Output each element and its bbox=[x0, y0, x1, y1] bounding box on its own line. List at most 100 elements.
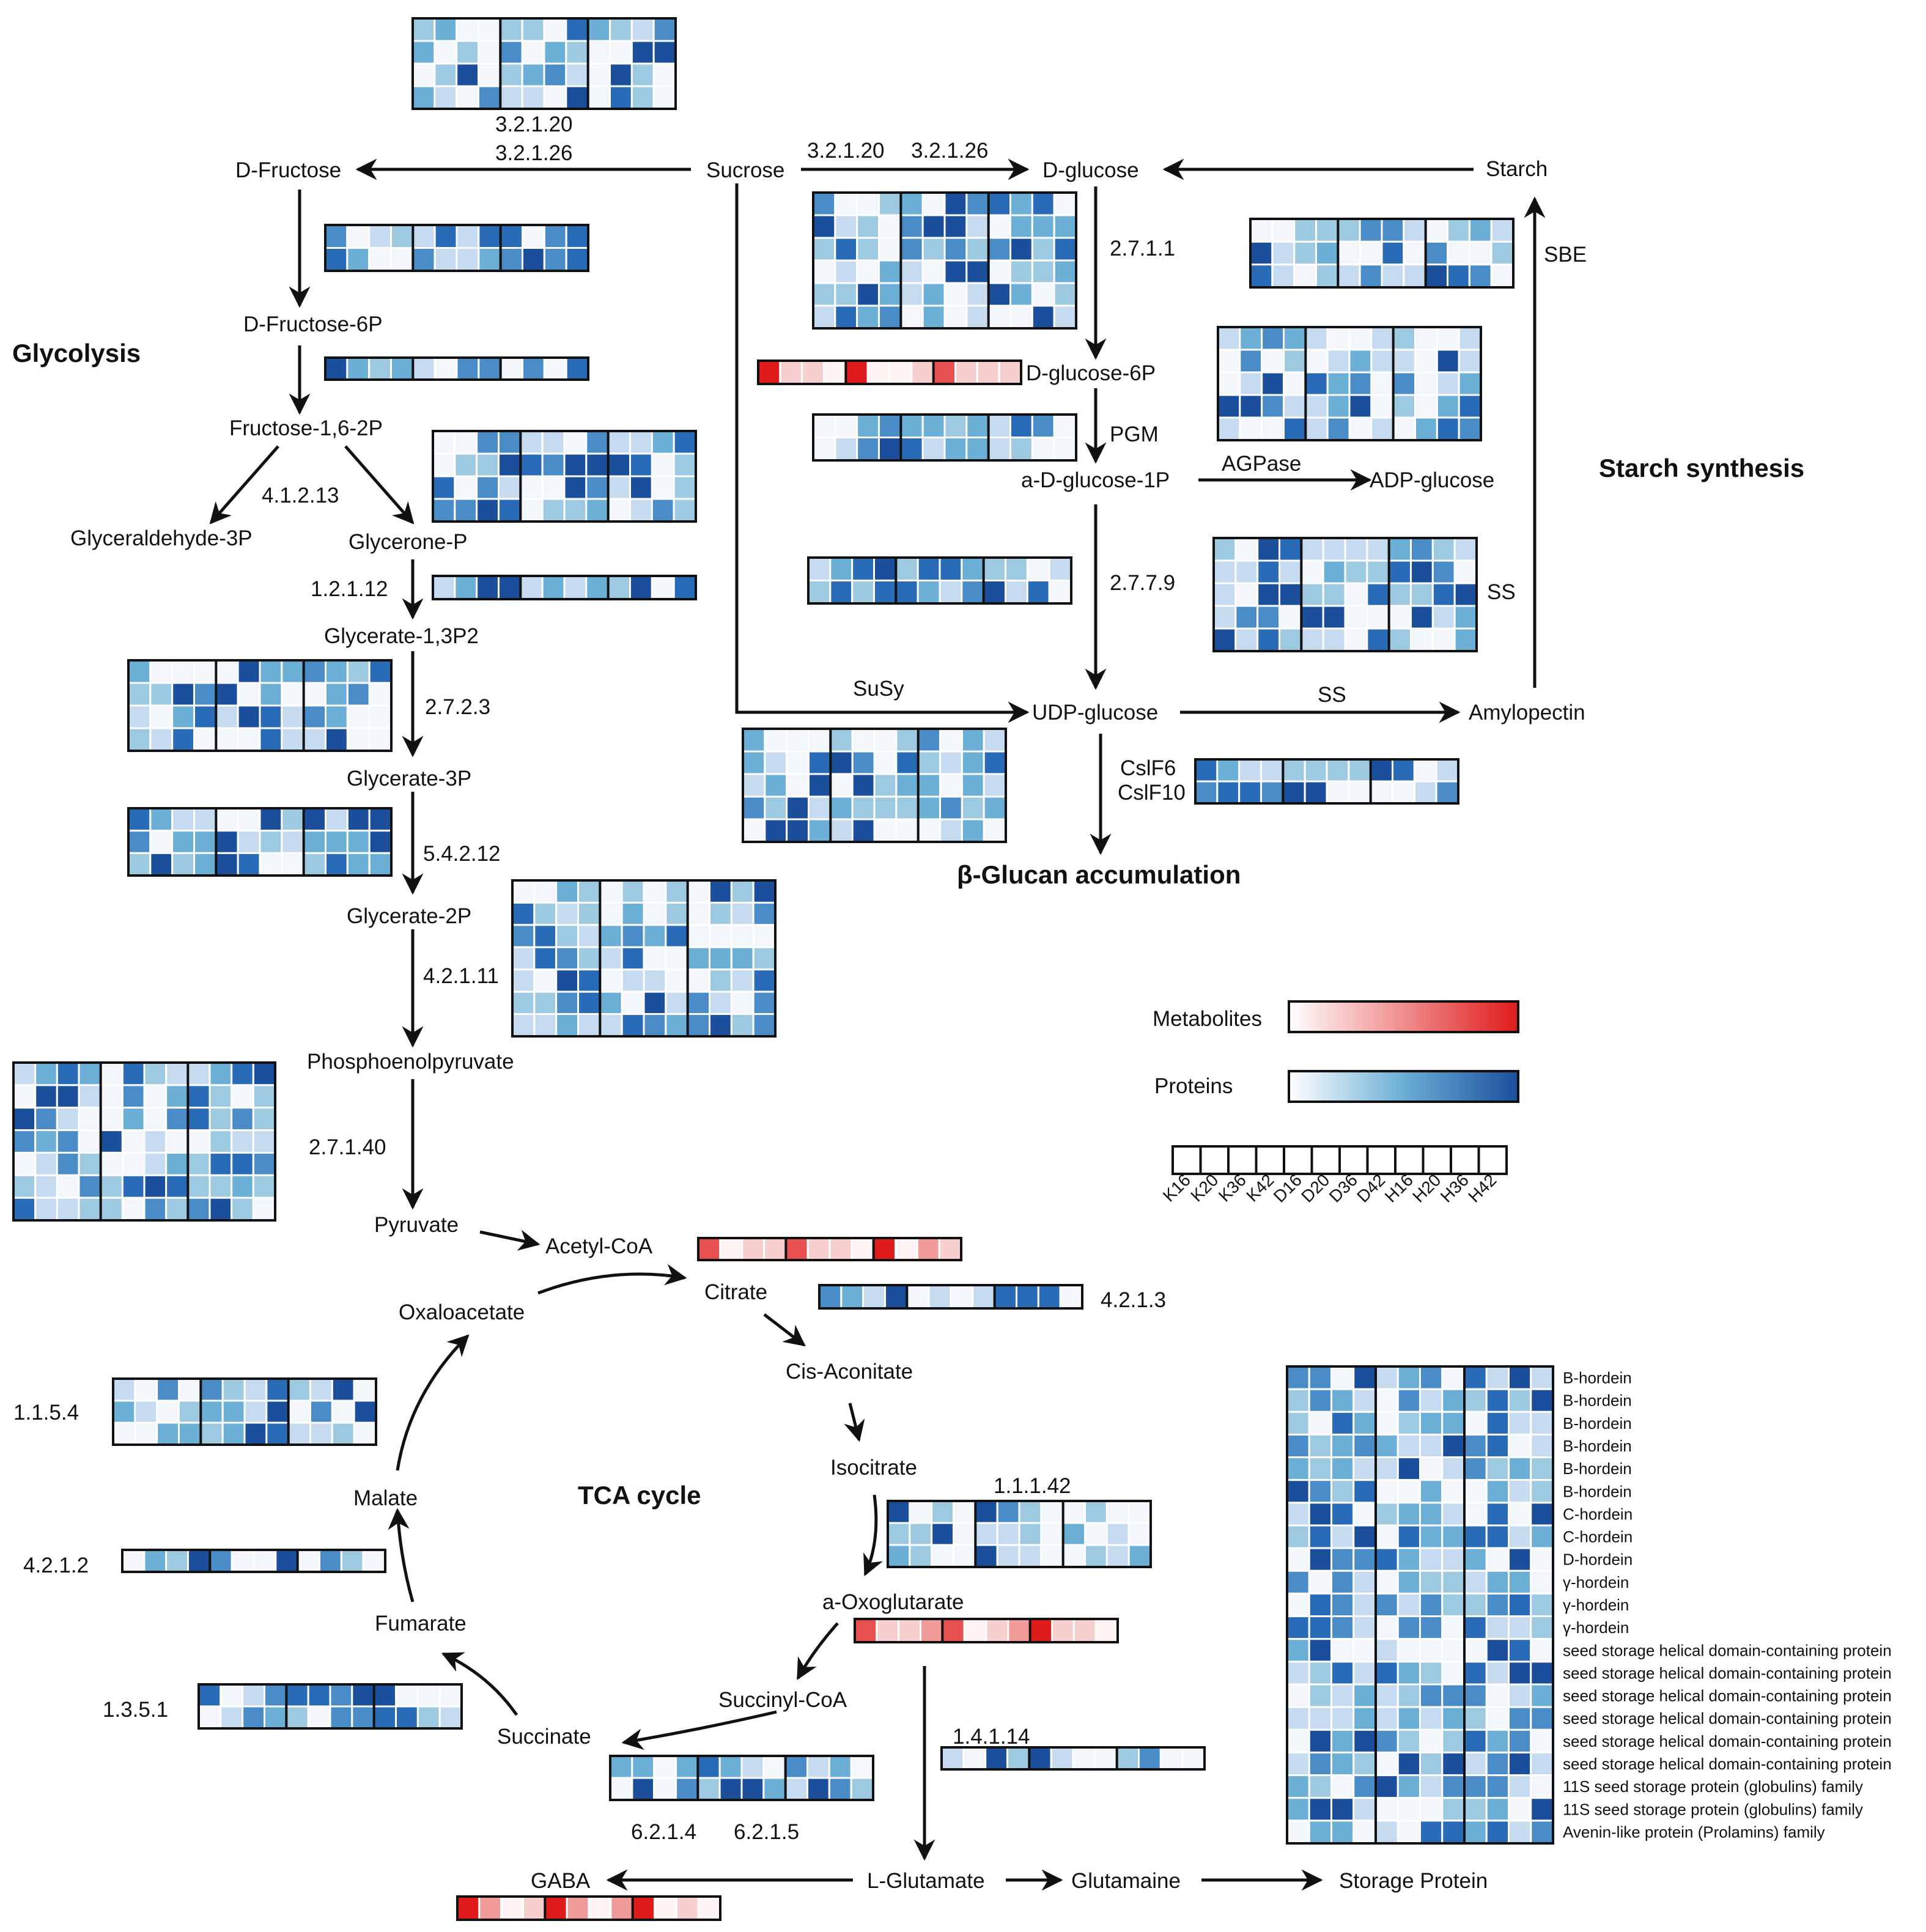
heatmap-cell bbox=[1441, 1502, 1466, 1527]
heatmap-cell bbox=[1468, 264, 1492, 289]
heatmap-cell bbox=[12, 1129, 37, 1154]
heatmap-cell bbox=[500, 1895, 525, 1921]
heatmap-cell bbox=[121, 1549, 146, 1573]
heatmap-cell bbox=[1007, 1618, 1031, 1643]
heatmap-cell bbox=[456, 356, 480, 381]
heatmap-cell bbox=[752, 968, 777, 993]
heatmap-cell bbox=[500, 224, 524, 249]
enzyme-pgm: PGM bbox=[1110, 422, 1159, 446]
heatmap-cell bbox=[368, 704, 393, 729]
heatmap-cell bbox=[1105, 1544, 1130, 1568]
heatmap-cell bbox=[1308, 1456, 1332, 1481]
heatmap-cell bbox=[252, 1084, 276, 1109]
heatmap-cell bbox=[910, 359, 935, 385]
legend-sample-box bbox=[1227, 1145, 1258, 1175]
heatmap-cell bbox=[478, 40, 501, 65]
heatmap-cell bbox=[1463, 1683, 1488, 1708]
heatmap-cell bbox=[1463, 1410, 1488, 1436]
heatmap-cell bbox=[324, 247, 349, 272]
heatmap-cell bbox=[673, 475, 697, 500]
heatmap-cell bbox=[917, 728, 941, 753]
heatmap-cell bbox=[599, 968, 623, 993]
heatmap-cell bbox=[984, 1746, 1008, 1771]
heatmap-cell bbox=[1256, 627, 1281, 652]
heatmap-cell bbox=[943, 282, 968, 307]
heatmap-cell bbox=[1304, 348, 1329, 374]
heatmap-cell bbox=[651, 452, 675, 477]
heatmap-cell bbox=[1352, 1388, 1377, 1413]
heatmap-cell bbox=[351, 1705, 375, 1730]
heatmap-cell bbox=[476, 575, 500, 600]
heatmap-cell bbox=[309, 1377, 333, 1402]
legend-sample-box bbox=[1394, 1145, 1425, 1175]
heatmap-cell bbox=[1018, 1500, 1042, 1524]
heatmap-cell bbox=[643, 1013, 667, 1038]
heatmap-cell bbox=[895, 750, 920, 775]
heatmap-cell bbox=[1431, 582, 1456, 607]
enzyme-2-7-2-3: 2.7.2.3 bbox=[425, 695, 490, 719]
enzyme-2-7-1-1: 2.7.1.1 bbox=[1110, 237, 1175, 260]
heatmap-border bbox=[1217, 326, 1482, 441]
heatmap-cell bbox=[1436, 326, 1460, 351]
heatmap-cell bbox=[719, 1237, 743, 1261]
heatmap-cell bbox=[1005, 556, 1028, 581]
heatmap-cell bbox=[221, 1399, 246, 1424]
heatmap-cell bbox=[840, 1284, 865, 1310]
heatmap-cell bbox=[325, 727, 349, 752]
heatmap-cell bbox=[887, 1500, 911, 1524]
heatmap-cell bbox=[1348, 394, 1373, 419]
heatmap-cell bbox=[121, 1129, 146, 1154]
heatmap-cell bbox=[953, 1544, 976, 1568]
heatmap-cell bbox=[621, 924, 645, 948]
heatmap-cell bbox=[917, 750, 941, 775]
heatmap-cell bbox=[1441, 1661, 1466, 1686]
heatmap-cell bbox=[208, 1107, 233, 1132]
heatmap-cell bbox=[1530, 1433, 1554, 1459]
heatmap-border bbox=[197, 1683, 463, 1730]
heatmap-border bbox=[812, 413, 1077, 462]
heatmap-cell bbox=[873, 1237, 896, 1261]
heatmap-cell bbox=[1261, 326, 1285, 351]
heatmap-cell bbox=[828, 1237, 853, 1261]
heatmap-cell bbox=[1485, 1774, 1510, 1799]
heatmap-cell bbox=[856, 304, 880, 330]
heatmap-cell bbox=[1304, 371, 1329, 396]
heatmap-cell bbox=[1485, 1388, 1510, 1413]
heatmap-cell bbox=[1463, 1797, 1488, 1822]
heatmap-cell bbox=[411, 62, 436, 87]
heatmap-cell bbox=[1397, 1728, 1421, 1753]
heatmap-cell bbox=[1419, 1547, 1444, 1572]
heatmap-cell bbox=[208, 1129, 233, 1154]
heatmap-cell bbox=[742, 773, 766, 798]
heatmap-cell bbox=[974, 1500, 998, 1524]
heatmap-cell bbox=[1238, 780, 1262, 805]
heatmap-cell bbox=[1322, 627, 1346, 652]
heatmap-cell bbox=[303, 659, 327, 684]
heatmap-cell bbox=[34, 1107, 58, 1132]
heatmap-cell bbox=[1485, 1547, 1510, 1572]
heatmap-cell bbox=[1397, 1751, 1421, 1777]
heatmap-cell bbox=[1441, 1479, 1466, 1504]
heatmap-cell bbox=[521, 17, 545, 42]
heatmap-cell bbox=[1031, 259, 1055, 284]
heatmap-cell bbox=[143, 1549, 168, 1573]
heatmap-cell bbox=[351, 1683, 375, 1708]
heatmap-cell bbox=[478, 85, 501, 110]
heatmap-border bbox=[1286, 1365, 1554, 1845]
heatmap-cell bbox=[1322, 537, 1346, 562]
heatmap-cell bbox=[866, 359, 891, 385]
heatmap-cell bbox=[1212, 537, 1237, 562]
heatmap-cell bbox=[1308, 1728, 1332, 1753]
heatmap-cell bbox=[1441, 1683, 1466, 1708]
heatmap-cell bbox=[764, 795, 788, 820]
heatmap-cell bbox=[416, 1683, 441, 1708]
heatmap-cell bbox=[1431, 627, 1456, 652]
heatmap-cell bbox=[1441, 1615, 1466, 1640]
heatmap-cell bbox=[303, 852, 327, 877]
heatmap-cell bbox=[630, 17, 655, 42]
heatmap-cell bbox=[533, 924, 558, 948]
heatmap-cell bbox=[1286, 1479, 1310, 1504]
heatmap-cell bbox=[983, 728, 1007, 753]
heatmap-cell bbox=[121, 1174, 146, 1199]
